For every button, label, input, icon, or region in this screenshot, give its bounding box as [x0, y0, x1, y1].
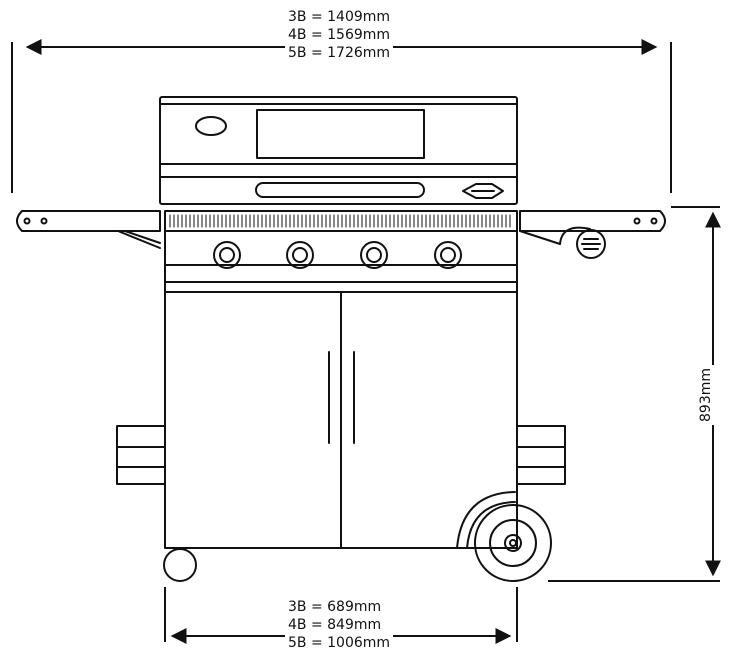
control-panel [164, 230, 518, 283]
barbecue-drawing [16, 96, 666, 582]
width-open-dimension-label: 3B = 1409mm 4B = 1569mm 5B = 1726mm [285, 8, 394, 62]
width-base-5b-label: 5B = 1006mm [288, 635, 391, 651]
width-open-5b-label: 5B = 1726mm [288, 45, 391, 61]
cabinet [164, 281, 518, 549]
lid [159, 96, 518, 205]
vent-slots [169, 214, 511, 228]
height-dimension-label: 893mm [697, 365, 715, 425]
control-knob-1-icon [213, 241, 241, 269]
right-side-shelf [519, 210, 666, 259]
left-side-shelf [16, 210, 161, 249]
control-knob-3-icon [360, 241, 388, 269]
width-base-4b-label: 4B = 849mm [288, 617, 382, 633]
side-burner-knob-icon [576, 229, 606, 259]
lid-badge [195, 116, 227, 136]
control-knob-4-icon [434, 241, 462, 269]
rear-wheel [456, 491, 552, 582]
front-caster [163, 547, 197, 582]
width-open-3b-label: 3B = 1409mm [288, 9, 391, 25]
width-open-4b-label: 4B = 1569mm [288, 27, 391, 43]
vent-strip [164, 210, 518, 232]
control-knob-2-icon [286, 241, 314, 269]
width-base-3b-label: 3B = 689mm [288, 599, 382, 615]
width-base-dimension-label: 3B = 689mm 4B = 849mm 5B = 1006mm [285, 598, 394, 652]
dimension-lines [11, 39, 721, 644]
left-side-tray [116, 425, 166, 485]
lid-viewing-window [256, 109, 425, 159]
right-side-tray [516, 425, 566, 485]
lid-handle [255, 182, 425, 198]
thermometer-icon [462, 183, 504, 199]
